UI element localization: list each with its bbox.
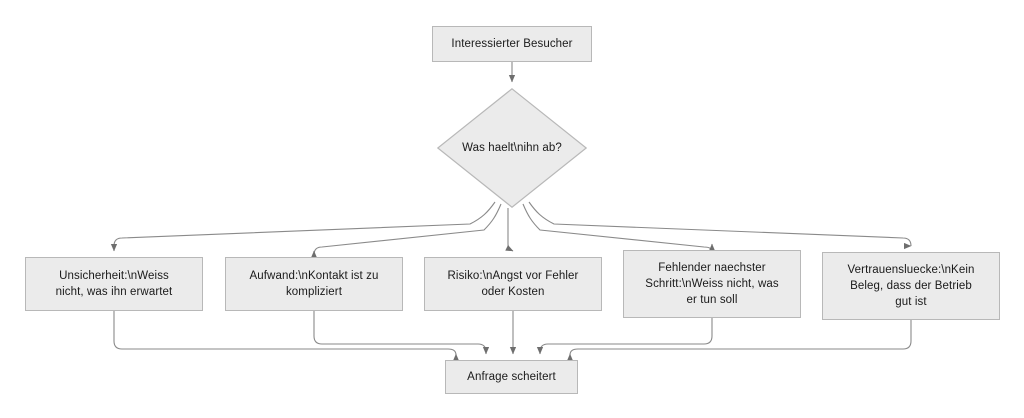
node-label: Unsicherheit:\nWeiss nicht, was ihn erwa… — [55, 270, 173, 298]
edge-decision-reason5 — [528, 201, 915, 247]
node-anfrage-scheitert[interactable]: Anfrage scheitert — [445, 360, 578, 394]
node-aufwand[interactable]: Aufwand:\nKontakt ist zu kompliziert — [225, 257, 403, 311]
node-label: Was haelt\nihn ab? — [462, 142, 562, 154]
edge-decision-reason4 — [522, 203, 716, 253]
node-fehlender-naechster-schritt[interactable]: Fehlender naechster Schritt:\nWeiss nich… — [623, 250, 801, 318]
diamond-shape — [437, 88, 587, 208]
node-vertrauensluecke[interactable]: Vertrauensluecke:\nKein Beleg, dass der … — [822, 252, 1000, 320]
edge-reason5-end — [566, 320, 912, 362]
node-label: Anfrage scheitert — [467, 371, 556, 383]
node-label: Interessierter Besucher — [451, 38, 573, 50]
node-risiko[interactable]: Risiko:\nAngst vor Fehler oder Kosten — [424, 257, 602, 311]
edge-reason1-end — [113, 311, 460, 362]
node-label: Risiko:\nAngst vor Fehler oder Kosten — [447, 270, 579, 298]
node-unsicherheit[interactable]: Unsicherheit:\nWeiss nicht, was ihn erwa… — [25, 257, 203, 311]
node-interessierter-besucher[interactable]: Interessierter Besucher — [432, 26, 592, 62]
node-was-haelt-ihn-ab[interactable]: Was haelt\nihn ab? — [437, 88, 587, 208]
node-label: Fehlender naechster Schritt:\nWeiss nich… — [645, 262, 779, 306]
node-label: Aufwand:\nKontakt ist zu kompliziert — [249, 270, 379, 298]
edge-decision-reason1 — [110, 201, 496, 252]
edge-decision-reason2 — [310, 203, 502, 259]
edge-decision-reason3 — [505, 208, 514, 252]
node-label: Vertrauensluecke:\nKein Beleg, dass der … — [847, 264, 975, 308]
edge-reason4-end — [536, 318, 713, 355]
edge-reason2-end — [313, 311, 490, 355]
